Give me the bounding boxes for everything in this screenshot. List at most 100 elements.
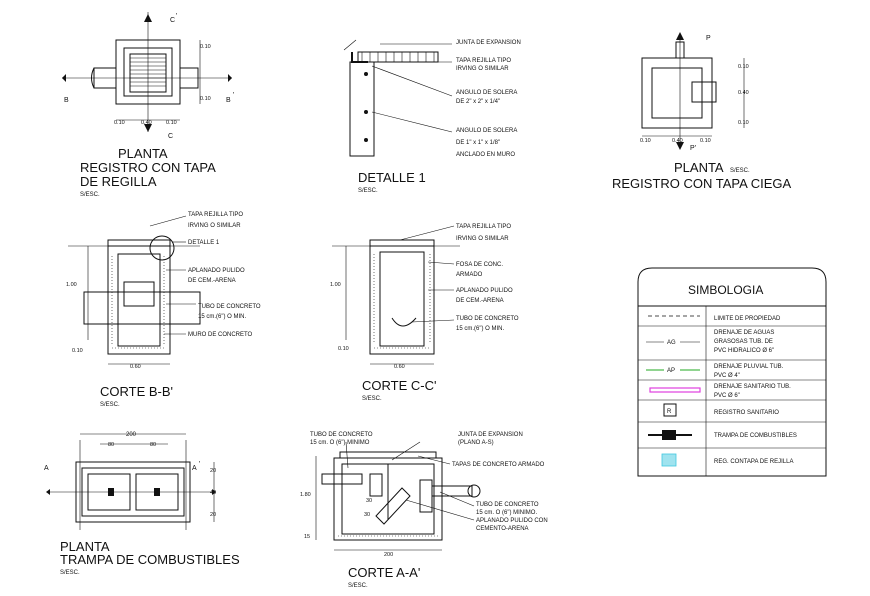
simbologia-title: SIMBOLOGIA xyxy=(688,283,763,297)
title-planta: PLANTA xyxy=(118,146,168,161)
dim-r3: 20 xyxy=(210,512,216,518)
corte-cc: TAPA REJILLA TIPO IRVING O SIMILAR FOSA … xyxy=(330,224,519,402)
legend-trampa: TRAMPA DE COMBUSTIBLES xyxy=(714,433,797,439)
dim-t2: 80 xyxy=(150,442,156,448)
corte-bb: TAPA REJILLA TIPO IRVING O SIMILAR DETAL… xyxy=(66,212,261,408)
legend-registro: REGISTRO SANITARIO xyxy=(714,410,779,416)
label-tubo-a: TUBO DE CONCRETO xyxy=(456,316,519,322)
label-junta-b: (PLANO A-S) xyxy=(458,440,494,446)
registro-wall xyxy=(107,245,171,355)
label-aplanado-b: CEMENTO-ARENA xyxy=(476,526,529,532)
legend-ag-1: DRENAJE DE AGUAS xyxy=(714,330,774,336)
cut-c-bottom: C xyxy=(168,133,173,140)
scale: S/ESC. xyxy=(358,188,378,194)
dim-b3: 0.10 xyxy=(166,120,177,126)
cut-b-left: B xyxy=(64,97,69,104)
label-junta: JUNTA DE EXPANSION xyxy=(456,40,521,46)
label-detalle: DETALLE 1 xyxy=(188,240,220,246)
label-aplanado-a: APLANADO PULIDO CON xyxy=(476,518,548,524)
dim-h: 1.00 xyxy=(66,282,77,288)
legend-rejilla: REG. CONTAPA DE REJILLA xyxy=(714,459,793,465)
tubo-salida xyxy=(431,485,473,497)
tapas-concreto xyxy=(339,451,437,459)
dim-base: 0.10 xyxy=(72,348,83,354)
label-aplanado-a: APLANADO PULIDO xyxy=(188,268,245,274)
symbol-sanitario xyxy=(649,387,701,393)
title-corte-cc: CORTE C-C' xyxy=(362,378,436,393)
title-corte-bb: CORTE B-B' xyxy=(100,384,173,399)
title-registro-ciega: REGISTRO CON TAPA CIEGA xyxy=(612,176,791,191)
label-angulo2-a: ANGULO DE SOLERA xyxy=(456,128,517,134)
tubo-concreto xyxy=(83,291,201,325)
cut-a-prime: ' xyxy=(199,461,200,468)
cut-b-right: B xyxy=(226,97,231,104)
dim-w: 200 xyxy=(384,552,393,558)
symbol-ag: AG xyxy=(667,340,676,346)
dim-h: 1.00 xyxy=(330,282,341,288)
label-tapa-a: TAPA REJILLA TIPO xyxy=(456,58,511,64)
tapa-rejilla xyxy=(107,239,171,247)
legend-ag-3: PVC HIDRALICO Ø 6" xyxy=(714,348,774,354)
rejilla-grate xyxy=(129,53,167,93)
pipe-left xyxy=(93,67,117,89)
legend-ap-2: PVC Ø 4" xyxy=(714,373,740,379)
label-tapa-b: IRVING O SIMILAR xyxy=(188,223,241,229)
dim-a: 30 xyxy=(366,498,372,504)
legend-limite: LIMITE DE PROPIEDAD xyxy=(714,316,781,322)
scale: S/ESC. xyxy=(80,192,100,198)
scale: S/ESC. xyxy=(100,402,120,408)
pipe-right xyxy=(691,81,717,103)
dim-top: 200 xyxy=(126,432,137,438)
dim-t1: 80 xyxy=(108,442,114,448)
label-tapa-b: IRVING O SIMILAR xyxy=(456,66,509,72)
label-tubo1-a: TUBO DE CONCRETO xyxy=(310,432,373,438)
simbologia-table: SIMBOLOGIA LIMITE DE PROPIEDAD AG DRENAJ… xyxy=(637,267,827,477)
tubo-curve xyxy=(391,317,417,327)
dim-base: 0.10 xyxy=(338,346,349,352)
dim-r2: 0.10 xyxy=(200,96,211,102)
scale: S/ESC. xyxy=(362,396,382,402)
cut-b-prime: ' xyxy=(233,92,234,99)
label-tubo-b: 15 cm.(6") O MIN. xyxy=(198,314,246,320)
tapa-rejilla xyxy=(369,239,435,247)
dim-b2: 0.40 xyxy=(672,138,683,144)
muro-section xyxy=(349,61,375,157)
scale: S/ESC. xyxy=(348,583,368,589)
label-angulo2-b: DE 1" x 1" x 1/8" xyxy=(456,140,500,146)
dim-w: 0.60 xyxy=(394,364,405,370)
title-scale: S/ESC. xyxy=(730,168,750,174)
scale: S/ESC. xyxy=(60,570,80,576)
dim-b1: 0.10 xyxy=(114,120,125,126)
label-junta-a: JUNTA DE EXPANSION xyxy=(458,432,523,438)
corte-aa: TUBO DE CONCRETO 15 cm. O (6") MINIMO JU… xyxy=(300,432,548,589)
dim-r1: 20 xyxy=(210,468,216,474)
planta-trampa: 200 80 80 20 40 20 A A ' PLANTA TRAMPA D… xyxy=(44,432,240,576)
dim-b1: 0.10 xyxy=(640,138,651,144)
dim-r2: 0.40 xyxy=(738,90,749,96)
label-tubo1-b: 15 cm. O (6") MINIMO xyxy=(310,440,370,446)
title-planta: PLANTA xyxy=(674,160,724,175)
symbol-ap: AP xyxy=(667,368,675,374)
title-detalle: DETALLE 1 xyxy=(358,170,426,185)
title-planta: PLANTA xyxy=(60,539,110,554)
legend-ap-1: DRENAJE PLUVIAL TUB. xyxy=(714,364,784,370)
label-tubo2-b: 15 cm. O (6") MINIMO. xyxy=(476,510,537,516)
detalle-circle xyxy=(149,235,175,261)
cut-p-bottom: P' xyxy=(690,145,696,152)
planta-rejilla: C ' C B B ' 0.10 0.10 0.10 0.40 0.10 PLA… xyxy=(62,12,234,198)
legend-sanitario-1: DRENAJE SANITARIO TUB. xyxy=(714,384,791,390)
symbol-r: R xyxy=(667,409,672,415)
label-angulo1-b: DE 2" x 2" x 1/4" xyxy=(456,99,500,105)
label-fosa-a: FOSA DE CONC. xyxy=(456,262,503,268)
label-aplanado-b: DE CEM.-ARENA xyxy=(456,298,504,304)
label-tapas: TAPAS DE CONCRETO ARMADO xyxy=(452,462,545,468)
label-angulo2-c: ANCLADO EN MURO xyxy=(456,152,515,158)
detalle-1: JUNTA DE EXPANSION TAPA REJILLA TIPO IRV… xyxy=(343,39,521,194)
label-tapa-a: TAPA REJILLA TIPO xyxy=(188,212,243,218)
dim-b2: 0.40 xyxy=(141,120,152,126)
title-corte-aa: CORTE A-A' xyxy=(348,565,420,580)
title-trampa: TRAMPA DE COMBUSTIBLES xyxy=(60,552,240,567)
label-muro: MURO DE CONCRETO xyxy=(188,332,253,338)
cut-a-right: A xyxy=(192,465,197,472)
